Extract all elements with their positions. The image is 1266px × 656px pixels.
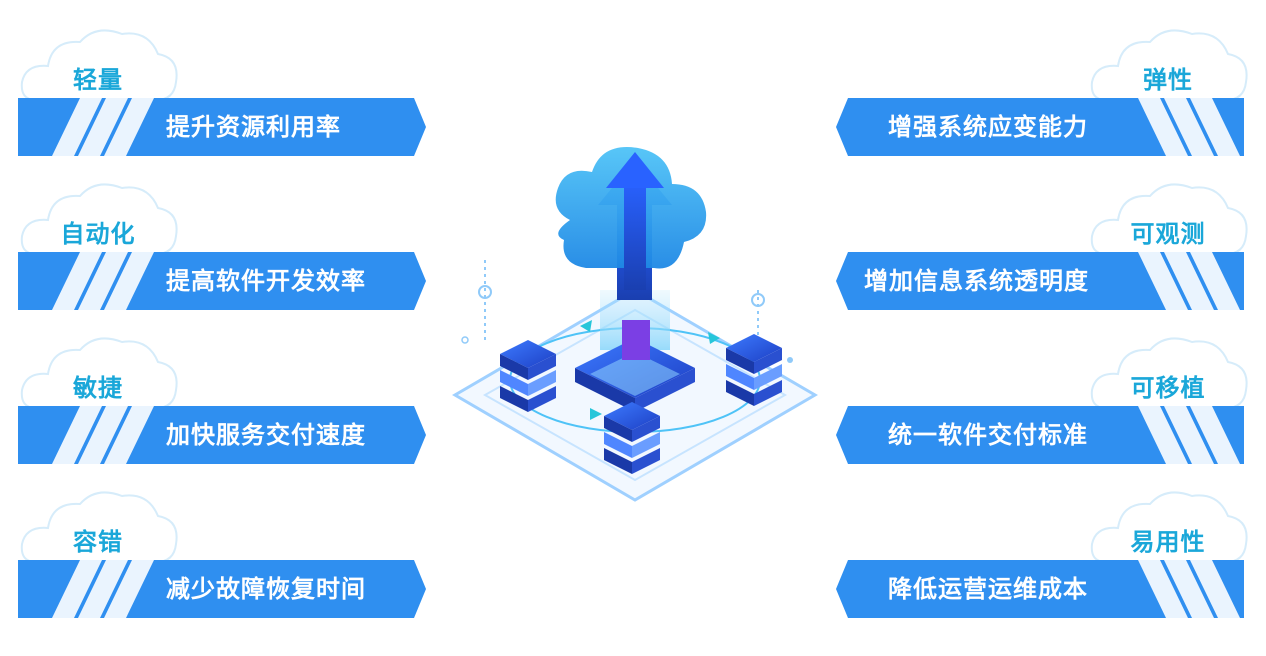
cloud-icon: [1090, 337, 1248, 409]
feature-bar: 增加信息系统透明度: [836, 252, 1244, 310]
feature-text: 统一软件交付标准: [888, 421, 1088, 449]
cloud-tag: 易用性: [1088, 462, 1248, 563]
cloud-upload-server-isometric-icon: [452, 147, 818, 502]
feature-tag-label: 弹性: [1143, 66, 1193, 94]
feature-tag-label: 易用性: [1130, 528, 1206, 556]
feature-text: 减少故障恢复时间: [166, 575, 366, 603]
cloud-tag: 可观测: [1088, 154, 1248, 255]
cloud-icon: [1090, 491, 1248, 563]
cloud-tag: 容错: [18, 462, 178, 563]
feature-text: 提高软件开发效率: [166, 267, 366, 295]
feature-item-automation: 自动化 提高软件开发效率: [14, 154, 434, 310]
feature-bar: 加快服务交付速度: [18, 406, 426, 464]
cloud-tag: 弹性: [1088, 0, 1248, 101]
feature-tag-label: 可移植: [1130, 374, 1206, 402]
cloud-upload-server-illustration: [440, 140, 830, 510]
feature-item-observability: 可观测 增加信息系统透明度: [832, 154, 1252, 310]
feature-item-elasticity: 弹性 增强系统应变能力: [832, 0, 1252, 156]
cloud-icon: [1090, 29, 1248, 101]
feature-bar: 减少故障恢复时间: [18, 560, 426, 618]
feature-text: 增加信息系统透明度: [864, 267, 1089, 295]
feature-item-lightweight: 轻量 提升资源利用率: [14, 0, 434, 156]
cloud-icon: [20, 491, 178, 563]
feature-item-agile: 敏捷 加快服务交付速度: [14, 308, 434, 464]
feature-bar: 增强系统应变能力: [836, 98, 1244, 156]
cloud-tag: 轻量: [18, 0, 178, 101]
cloud-icon: [20, 29, 178, 101]
cloud-icon: [20, 337, 178, 409]
feature-text: 提升资源利用率: [166, 113, 341, 141]
feature-tag-label: 容错: [73, 528, 123, 556]
feature-tag-label: 敏捷: [73, 374, 123, 402]
feature-bar: 提升资源利用率: [18, 98, 426, 156]
cloud-tag: 敏捷: [18, 308, 178, 409]
cloud-icon: [1090, 183, 1248, 255]
feature-item-usability: 易用性 降低运营运维成本: [832, 462, 1252, 618]
feature-text: 降低运营运维成本: [888, 575, 1088, 603]
feature-tag-label: 可观测: [1130, 220, 1206, 248]
cloud-icon: [20, 183, 178, 255]
cloud-tag: 可移植: [1088, 308, 1248, 409]
feature-bar: 降低运营运维成本: [836, 560, 1244, 618]
cloud-tag: 自动化: [18, 154, 178, 255]
feature-bar: 统一软件交付标准: [836, 406, 1244, 464]
feature-item-fault-tolerance: 容错 减少故障恢复时间: [14, 462, 434, 618]
feature-bar: 提高软件开发效率: [18, 252, 426, 310]
feature-item-portability: 可移植 统一软件交付标准: [832, 308, 1252, 464]
feature-text: 加快服务交付速度: [166, 421, 366, 449]
feature-text: 增强系统应变能力: [888, 113, 1088, 141]
feature-tag-label: 自动化: [60, 220, 136, 248]
feature-tag-label: 轻量: [73, 66, 123, 94]
